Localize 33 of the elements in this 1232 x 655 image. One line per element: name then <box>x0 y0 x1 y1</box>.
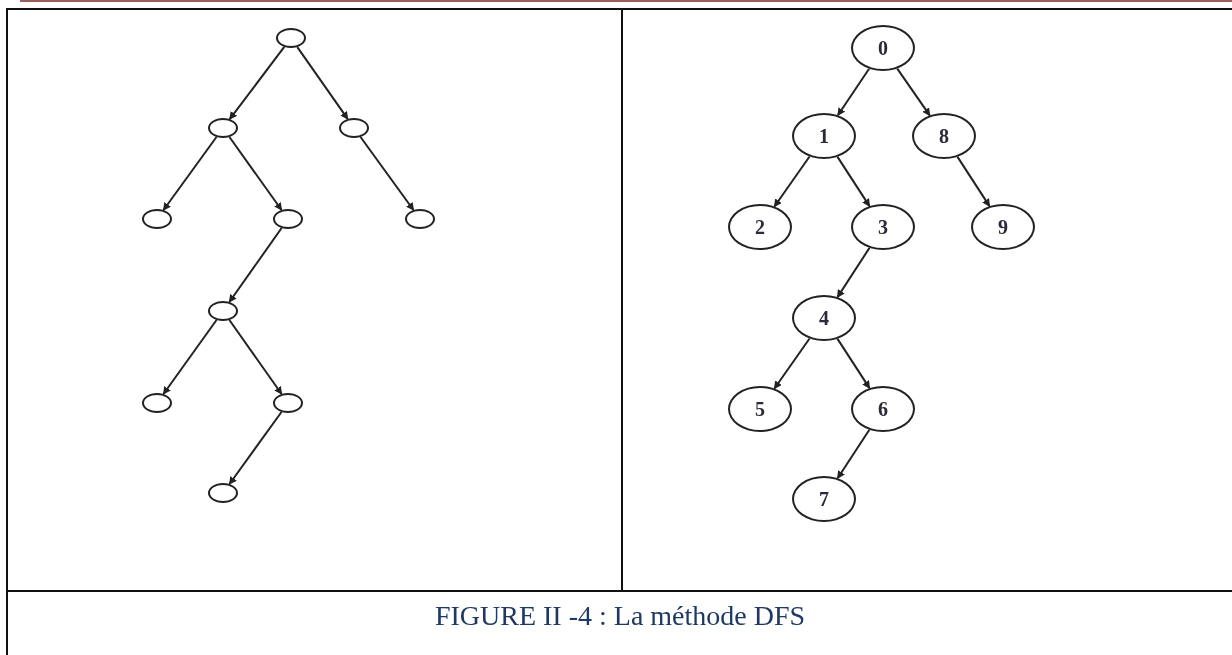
node-number: 3 <box>878 217 888 237</box>
empty-circle-node <box>339 118 369 138</box>
empty-circle-node <box>276 28 306 48</box>
empty-circle-node <box>142 209 172 229</box>
arrow <box>773 337 811 390</box>
node-number: 6 <box>878 399 888 419</box>
empty-circle-node <box>142 393 172 413</box>
node-number: 8 <box>939 126 949 146</box>
node-number: 5 <box>755 399 765 419</box>
empty-circle-node <box>208 301 238 321</box>
arrow <box>228 227 283 303</box>
empty-circle-node <box>405 209 435 229</box>
arrow <box>162 136 218 211</box>
arrow <box>228 45 286 121</box>
empty-circle-node <box>273 209 303 229</box>
arrow <box>162 319 218 395</box>
empty-circle-node <box>208 118 238 138</box>
node-number: 1 <box>819 126 829 146</box>
arrow <box>896 67 931 117</box>
arrow <box>228 319 283 395</box>
node-number: 9 <box>998 217 1008 237</box>
node-number: 2 <box>755 217 765 237</box>
empty-circle-node <box>208 483 238 503</box>
arrow <box>228 411 283 485</box>
arrow <box>296 46 349 120</box>
empty-circle-node <box>273 393 303 413</box>
node-number: 0 <box>878 38 888 58</box>
figure-caption: FIGURE II -4 : La méthode DFS <box>433 600 807 632</box>
node-number: 4 <box>819 308 829 328</box>
node-number: 7 <box>819 489 829 509</box>
arrow <box>228 136 283 211</box>
arrow <box>359 136 415 211</box>
arrow <box>773 155 811 208</box>
